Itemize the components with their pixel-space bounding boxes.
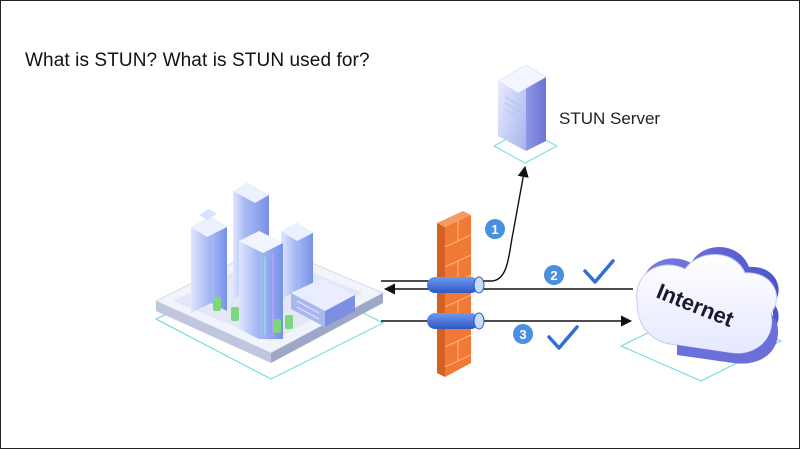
page-title: What is STUN? What is STUN used for? xyxy=(25,50,370,71)
enterprise-buildings-icon xyxy=(154,183,385,380)
step-number: 1 xyxy=(491,222,498,237)
step-number: 3 xyxy=(519,327,526,342)
step-badge-2: 2 xyxy=(544,265,564,285)
arrow-step-1 xyxy=(381,165,529,282)
stun-server-label: STUN Server xyxy=(559,109,661,128)
firewall-icon xyxy=(437,211,472,377)
step-badge-1: 1 xyxy=(485,219,505,239)
check-icon-step-2 xyxy=(583,259,615,284)
step-badge-3: 3 xyxy=(513,324,533,344)
check-icon-step-3 xyxy=(547,325,579,350)
nat-pipe-lower xyxy=(427,312,485,330)
step-number: 2 xyxy=(550,268,557,283)
traffic-arrows xyxy=(381,165,633,327)
nat-pipe-upper xyxy=(427,276,485,294)
stun-server-icon xyxy=(492,64,559,164)
internet-cloud-icon: Internet xyxy=(619,246,783,382)
